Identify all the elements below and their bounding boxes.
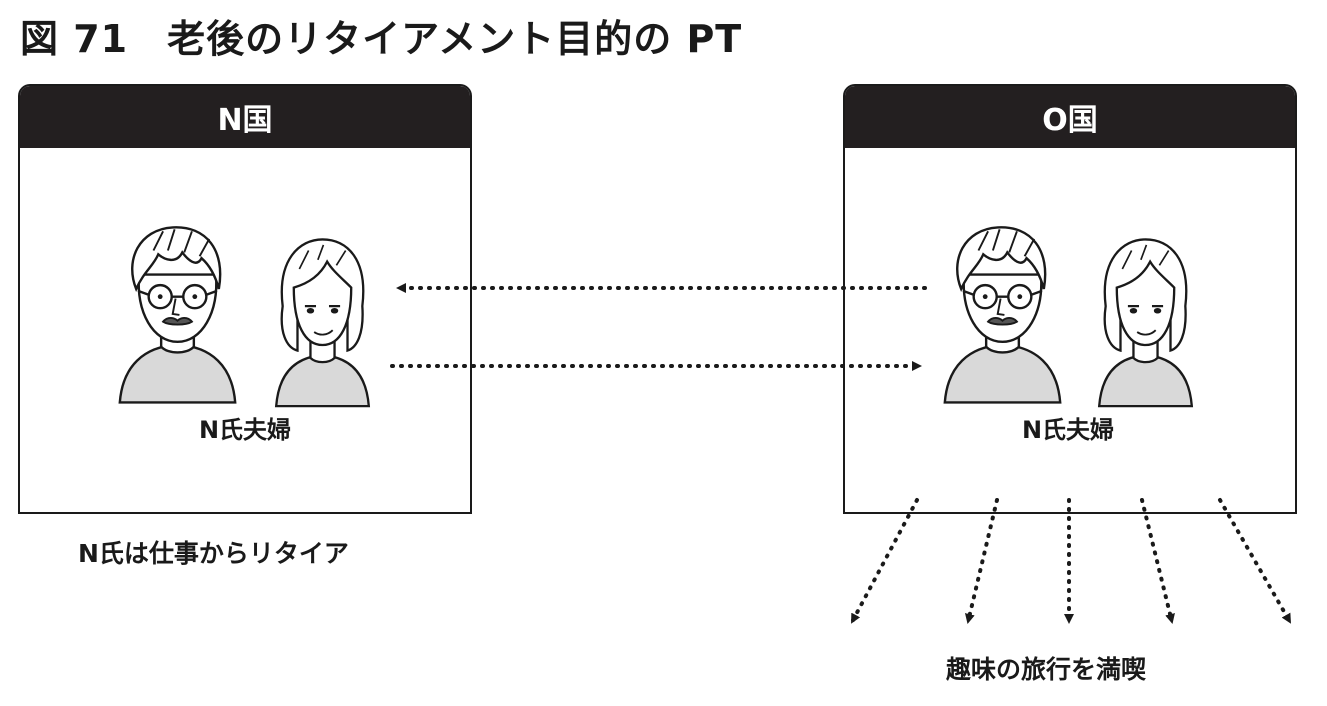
- husband-figure-o: [943, 226, 1062, 404]
- couple-o: [943, 226, 1194, 408]
- wife-figure-o: [1097, 238, 1194, 408]
- country-header-n: N国: [20, 86, 470, 148]
- hobby-arrow-5: [1218, 498, 1292, 624]
- couple-label-o: N氏夫婦: [1021, 416, 1115, 444]
- husband-figure-n: [118, 226, 237, 404]
- couple-n: [118, 226, 371, 408]
- hobby-arrow-4: [1140, 498, 1175, 624]
- country-box-o: O国: [843, 84, 1297, 514]
- hobby-arrow-1: [850, 498, 919, 624]
- wife-figure-n: [274, 238, 371, 408]
- caption-hobby-travel: 趣味の旅行を満喫: [946, 655, 1147, 684]
- couple-label-n: N氏夫婦: [198, 416, 292, 444]
- figure-title: 図 71 老後のリタイアメント目的の PT: [20, 17, 743, 61]
- hobby-travel-arrows: [850, 498, 1292, 624]
- country-header-o: O国: [845, 86, 1295, 148]
- country-box-n: N国: [18, 84, 472, 514]
- caption-retirement: N氏は仕事からリタイア: [78, 539, 349, 568]
- travel-arrows: [390, 283, 927, 371]
- hobby-arrow-2: [964, 498, 999, 624]
